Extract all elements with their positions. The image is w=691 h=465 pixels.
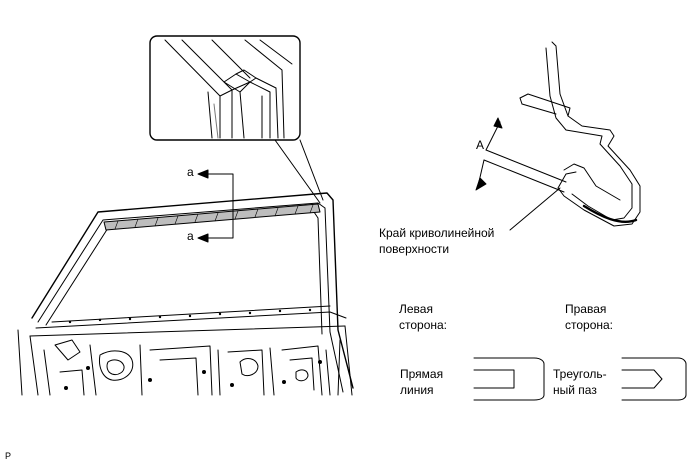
- left-side-straight-profile: [473, 357, 545, 401]
- curved-edge-label-line2: поверхности: [379, 242, 450, 256]
- detail-callout: [149, 35, 301, 141]
- right-side-label-line1: Правая: [565, 302, 607, 316]
- triangular-groove-label-line2: ный паз: [553, 383, 597, 397]
- weatherstrip: [103, 203, 321, 231]
- left-side-label-line1: Левая: [399, 302, 433, 316]
- beltline-rivets: [68, 308, 312, 324]
- straight-line-label-line2: линия: [400, 383, 434, 397]
- rear-door-drawing: [17, 139, 354, 396]
- left-side-label-line2: сторона:: [399, 318, 448, 332]
- dimension-label-a: A: [476, 138, 485, 152]
- corner-mark: P: [5, 451, 12, 461]
- weatherstrip-hatch: [114, 204, 314, 230]
- section-label-a-top: a: [187, 165, 194, 179]
- section-a-markers: [197, 169, 234, 243]
- straight-line-label-line1: Прямая: [400, 367, 444, 381]
- right-side-triangular-profile: [621, 357, 687, 401]
- cross-section-profile: [475, 41, 641, 231]
- curved-edge-label-line1: Край криволинейной: [379, 226, 495, 240]
- right-side-label-line2: сторона:: [565, 318, 614, 332]
- section-label-a-bottom: a: [187, 229, 194, 243]
- panel-holes: [64, 360, 322, 390]
- triangular-groove-label-line1: Треуголь-: [553, 367, 607, 381]
